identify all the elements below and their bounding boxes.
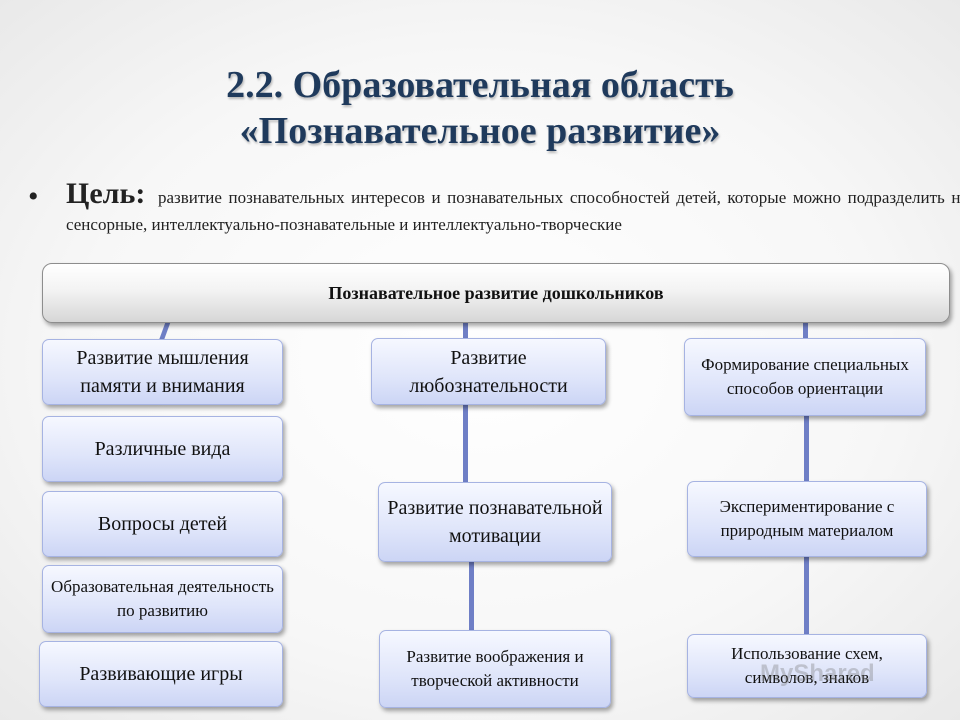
node-label: Образовательная деятельность по развитию	[51, 577, 274, 620]
node-imagination-creativity: Развитие воображения и творческой активн…	[379, 630, 611, 708]
connector-line	[463, 318, 468, 340]
node-label: Развитие познавательной мотивации	[387, 497, 603, 547]
watermark-text: MyShared	[760, 660, 875, 687]
connector-line	[804, 556, 809, 636]
connector-line	[469, 560, 474, 632]
slide-title-line-2: «Познавательное развитие»	[239, 110, 721, 152]
node-experimentation: Экспериментирование с природным материал…	[687, 481, 927, 557]
node-children-questions: Вопросы детей	[42, 491, 283, 557]
root-node: Познавательное развитие дошкольников	[42, 263, 950, 323]
goal-label: Цель:	[66, 177, 146, 210]
node-schemes-symbols: Использование схем, символов, знаков	[687, 634, 927, 698]
node-developing-games: Развивающие игры	[39, 641, 283, 707]
node-cognitive-motivation: Развитие познавательной мотивации	[378, 482, 612, 562]
watermark-logo: MyShared	[760, 660, 875, 688]
node-label: Вопросы детей	[97, 513, 228, 535]
bullet-icon: •	[28, 180, 39, 213]
node-educational-activity: Образовательная деятельность по развитию	[42, 565, 283, 633]
goal-text-block: Цель: развитие познавательных интересов …	[66, 177, 960, 238]
slide-title-line-1: 2.2. Образовательная область	[226, 64, 734, 106]
node-orientation-methods: Формирование специальных способов ориент…	[684, 338, 926, 416]
node-label: Развитие мышления памяти и внимания	[76, 347, 249, 397]
node-label: Развивающие игры	[79, 663, 243, 685]
connector-line	[804, 414, 809, 484]
goal-description: развитие познавательных интересов и позн…	[66, 188, 960, 234]
node-thinking-memory-attention: Развитие мышления памяти и внимания	[42, 339, 283, 405]
node-label: Развитие любознательности	[409, 346, 568, 397]
node-curiosity: Развитие любознательности	[371, 338, 606, 405]
node-label: Развитие воображения и творческой активн…	[406, 647, 584, 690]
connector-line	[463, 404, 468, 484]
node-label: Использование схем, символов, знаков	[731, 644, 883, 687]
connector-line	[803, 318, 808, 340]
root-node-label: Познавательное развитие дошкольников	[328, 282, 664, 303]
node-various-types: Различные вида	[42, 416, 283, 482]
slide-title: 2.2. Образовательная область «Познавател…	[0, 62, 960, 154]
node-label: Экспериментирование с природным материал…	[719, 497, 895, 540]
node-label: Различные вида	[94, 438, 231, 460]
node-label: Формирование специальных способов ориент…	[701, 355, 909, 398]
